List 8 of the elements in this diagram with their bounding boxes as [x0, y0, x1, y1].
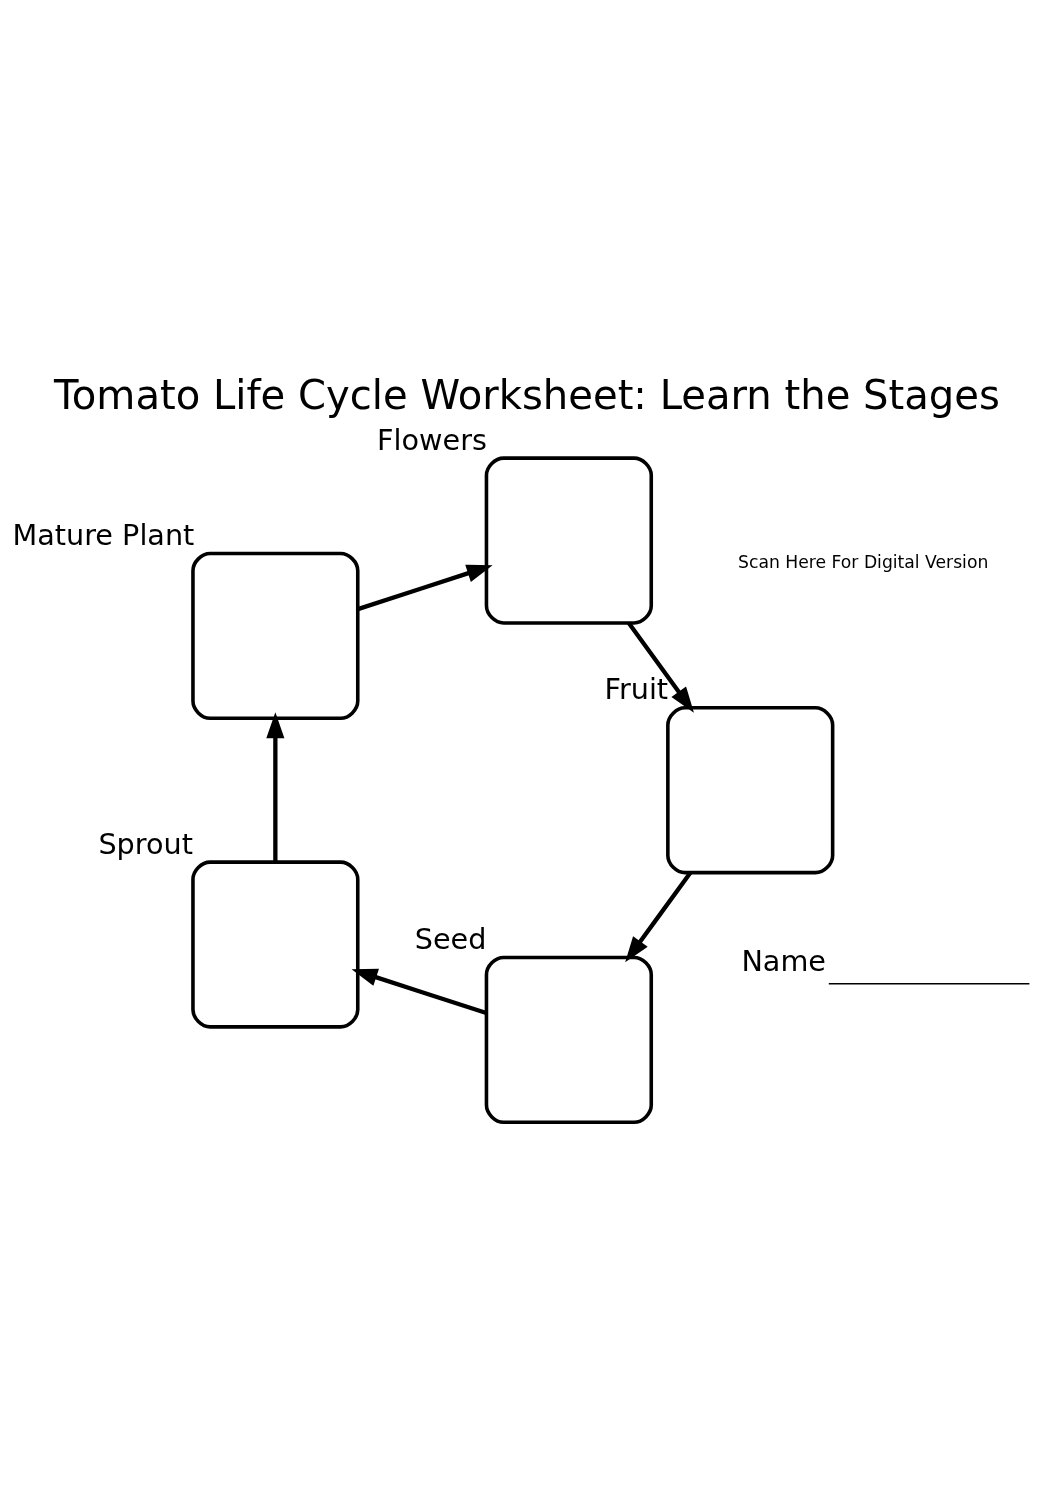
- node-label: Sprout: [98, 826, 193, 860]
- node-label: Seed: [414, 921, 487, 956]
- node-label: Fruit: [604, 671, 669, 706]
- label: Scan Here For Digital Version: [738, 551, 989, 572]
- node-label: Flowers: [377, 422, 487, 457]
- diagram-title: Tomato Life Cycle Worksheet: Learn the Stages: [54, 371, 1000, 418]
- label: Name: [741, 943, 826, 978]
- node-label: Mature Plant: [12, 517, 195, 552]
